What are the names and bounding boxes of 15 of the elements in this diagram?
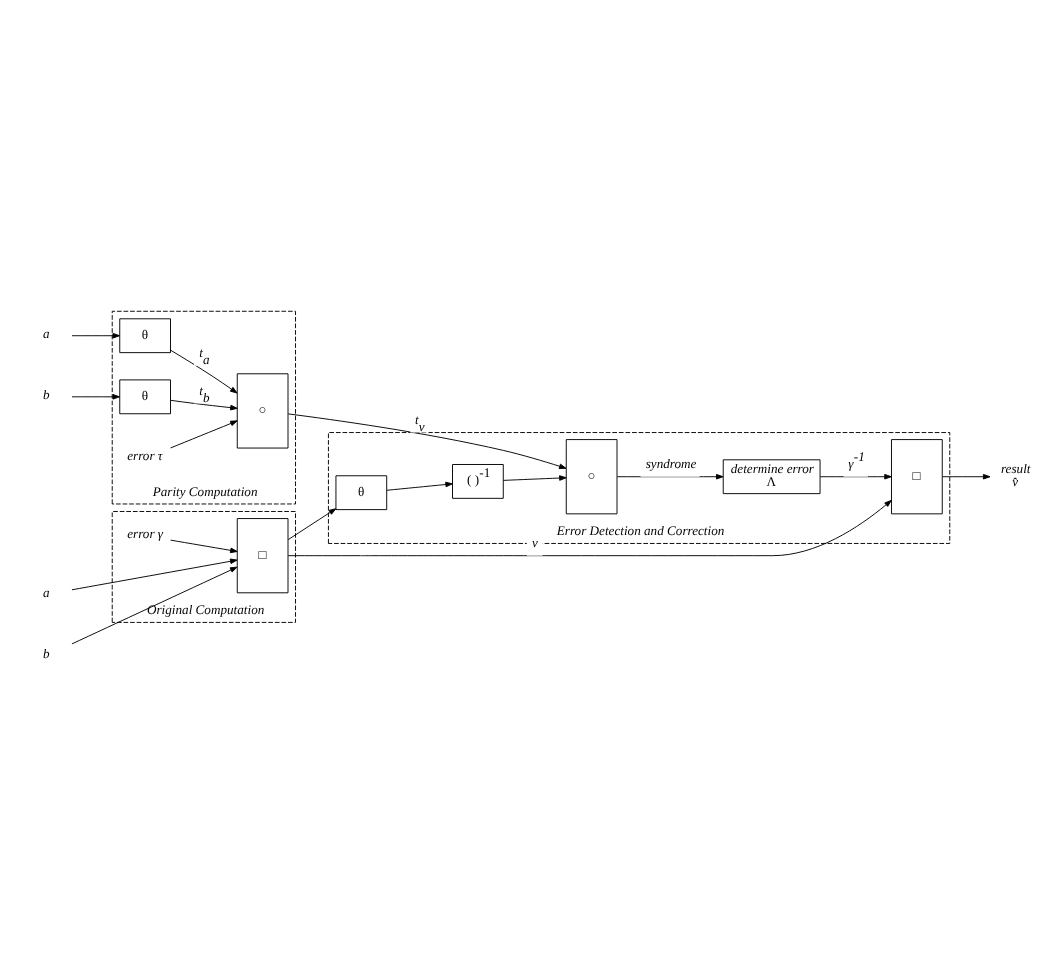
arrow: [502, 474, 567, 480]
arrow: [287, 507, 337, 540]
arrow: [71, 331, 120, 338]
arrow: [819, 472, 892, 479]
arrow: [942, 472, 991, 479]
arrow: [287, 498, 892, 556]
arrow: [287, 412, 567, 468]
arrow: [71, 565, 238, 644]
arrow: [170, 348, 238, 393]
arrow: [170, 419, 238, 448]
arrow: [71, 557, 238, 590]
arrow: [170, 398, 238, 410]
arrow: [71, 393, 120, 399]
arrow: [386, 480, 453, 490]
arrow: [170, 538, 238, 553]
